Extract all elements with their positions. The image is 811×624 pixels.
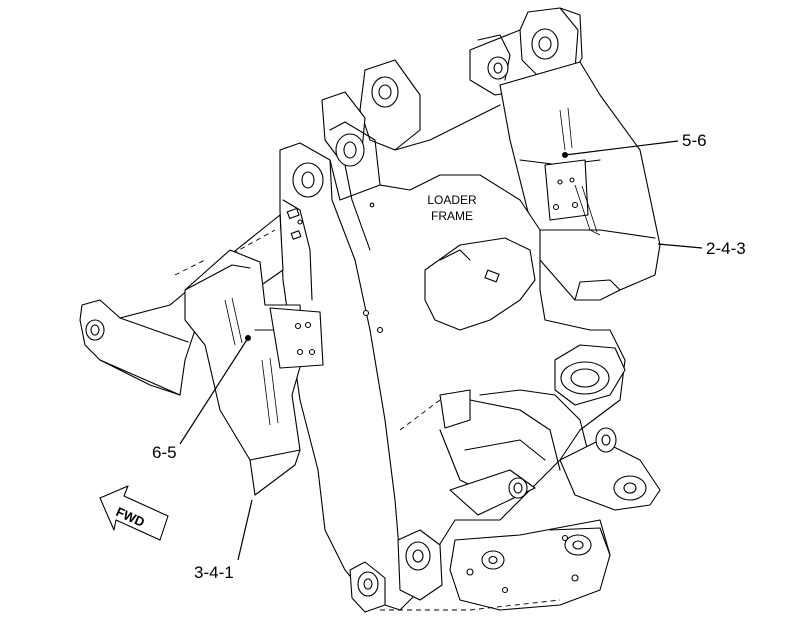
leader-2-4-3	[657, 243, 703, 249]
callout-2-4-3: 2-4-3	[706, 239, 746, 258]
pivot-bore	[479, 344, 626, 461]
callout-3-4-1: 3-4-1	[194, 563, 234, 582]
lower-cross-member	[399, 389, 561, 516]
callout-5-6: 5-6	[682, 131, 707, 150]
bottom-base	[380, 519, 611, 611]
fwd-arrow: FWD	[99, 485, 169, 541]
leader-3-4-1	[237, 499, 253, 561]
frame-center	[362, 202, 536, 334]
main-frame-plate	[279, 142, 626, 611]
guard-plate-3-4-1	[184, 249, 324, 496]
callout-6-5: 6-5	[152, 443, 177, 462]
lower-hinge	[559, 427, 661, 511]
leader-6-5	[179, 337, 249, 445]
bottom-lugs	[349, 529, 443, 613]
leader-5-6	[564, 140, 679, 156]
frame-label-line2: FRAME	[431, 209, 473, 223]
middle-lugs	[321, 59, 501, 186]
frame-label-line1: LOADER	[427, 193, 477, 207]
